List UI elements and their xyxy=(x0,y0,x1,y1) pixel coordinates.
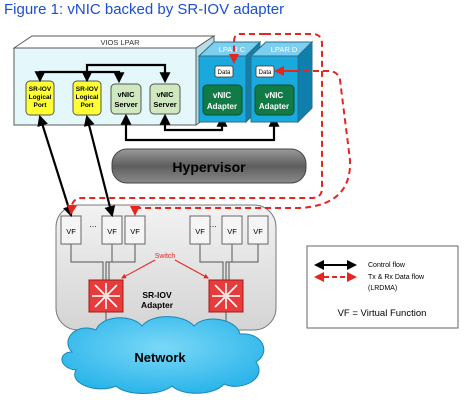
data-flow-arrow xyxy=(130,70,352,216)
switch-pointer-arrow xyxy=(174,259,209,279)
virtual-function: VF xyxy=(101,215,123,245)
legend: Control flow Tx & Rx Data flow (LRDMA) V… xyxy=(306,245,459,329)
vf-label: VF xyxy=(227,227,237,236)
virtual-function: VF xyxy=(124,215,146,245)
hypervisor-label: Hypervisor xyxy=(172,159,246,175)
virtual-function: VF xyxy=(60,215,82,245)
legend-data-flow-label-line2: (LRDMA) xyxy=(368,285,397,292)
control-flow-arrow xyxy=(81,63,171,84)
vnic-adapter-label-line2: Adapter xyxy=(259,102,289,111)
sriov-port-label-line1: SR-IOV xyxy=(29,86,52,93)
vnic-server: vNIC Server xyxy=(110,83,142,115)
sriov-logical-port: SR-IOV Logical Port xyxy=(72,80,102,116)
control-flow-arrow xyxy=(37,114,74,218)
vf-label: VF xyxy=(107,227,117,236)
sriov-port-label-line3: Port xyxy=(81,102,95,109)
sriov-port-label-line2: Logical xyxy=(29,94,52,101)
data-flow-arrow xyxy=(67,33,323,215)
sriov-adapter-label-line1: SR-IOV xyxy=(142,290,172,300)
vf-switch-links xyxy=(70,244,259,332)
virtual-function: VF xyxy=(189,215,211,245)
network-label: Network xyxy=(134,350,186,365)
sriov-port-label-line2: Logical xyxy=(76,94,99,101)
virtual-function: VF xyxy=(221,215,243,245)
legend-data-flow-label-line1: Tx & Rx Data flow xyxy=(368,274,425,281)
vnic-server-label-line2: Server xyxy=(153,100,176,109)
network-cloud: Network xyxy=(61,316,265,394)
vnic-server-label-line2: Server xyxy=(114,100,137,109)
vnic-adapter-label-line1: vNIC xyxy=(213,91,231,100)
switch xyxy=(208,279,244,313)
sriov-port-label-line1: SR-IOV xyxy=(76,86,99,93)
control-flow-arrow xyxy=(159,113,228,132)
control-flow-arrow xyxy=(83,114,116,218)
sriov-adapter-label-line2: Adapter xyxy=(141,300,174,310)
switch-label: Switch xyxy=(155,253,176,260)
vios-label: VIOS LPAR xyxy=(100,38,140,47)
vf-ellipsis: ... xyxy=(89,219,97,229)
sriov-logical-port: SR-IOV Logical Port xyxy=(25,80,55,116)
vf-label: VF xyxy=(130,227,140,236)
legend-vf-definition: VF = Virtual Function xyxy=(338,308,427,319)
sriov-port-label-line3: Port xyxy=(34,102,48,109)
lpar-label: LPAR D xyxy=(271,45,298,54)
data-flow-arrow xyxy=(229,33,265,64)
vnic-adapter-label-line2: Adapter xyxy=(207,102,237,111)
data-label: Data xyxy=(218,70,231,76)
data-label: Data xyxy=(259,70,272,76)
hypervisor: Hypervisor xyxy=(111,148,307,184)
vf-ellipsis: ... xyxy=(209,219,217,229)
switch xyxy=(88,279,124,313)
vf-label: VF xyxy=(253,227,263,236)
legend-control-flow-label: Control flow xyxy=(368,262,406,269)
vnic-server-label-line1: vNIC xyxy=(117,90,135,99)
vnic-adapter-label-line1: vNIC xyxy=(265,91,283,100)
virtual-function: VF xyxy=(247,215,269,245)
switch-pointer-arrow xyxy=(121,259,156,279)
lpar-side-face xyxy=(297,40,313,124)
control-flow-arrow xyxy=(120,113,280,142)
lpar-label: LPAR C xyxy=(219,45,246,54)
figure-title: Figure 1: vNIC backed by SR-IOV adapter xyxy=(4,1,285,18)
vnic-server-label-line1: vNIC xyxy=(156,90,174,99)
vf-label: VF xyxy=(195,227,205,236)
vnic-server: vNIC Server xyxy=(149,83,181,115)
vf-label: VF xyxy=(66,227,76,236)
lpar-d: LPAR D Data vNIC Adapter xyxy=(249,40,314,124)
